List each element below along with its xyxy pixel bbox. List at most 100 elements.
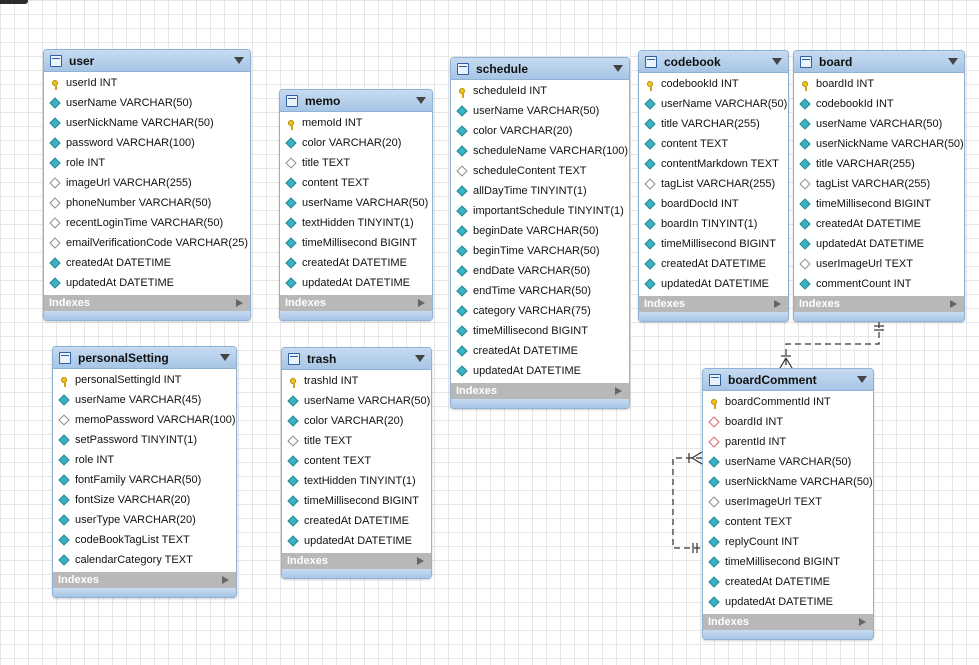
column-row[interactable]: title TEXT [280, 153, 432, 173]
column-row[interactable]: codebookId INT [639, 74, 788, 94]
column-row[interactable]: userName VARCHAR(50) [44, 93, 250, 113]
column-row[interactable]: codebookId INT [794, 94, 964, 114]
column-row[interactable]: phoneNumber VARCHAR(50) [44, 193, 250, 213]
column-row[interactable]: createdAt DATETIME [44, 253, 250, 273]
column-row[interactable]: title TEXT [282, 431, 431, 451]
column-row[interactable]: timeMillisecond BIGINT [703, 552, 873, 572]
table-header[interactable]: personalSetting [53, 347, 236, 369]
column-row[interactable]: imageUrl VARCHAR(255) [44, 173, 250, 193]
expand-arrow-icon[interactable] [950, 300, 957, 308]
column-row[interactable]: updatedAt DATETIME [280, 273, 432, 293]
collapse-toggle-icon[interactable] [416, 97, 426, 104]
column-row[interactable]: timeMillisecond BIGINT [280, 233, 432, 253]
collapse-toggle-icon[interactable] [857, 376, 867, 383]
column-row[interactable]: title VARCHAR(255) [639, 114, 788, 134]
column-row[interactable]: content TEXT [282, 451, 431, 471]
column-row[interactable]: trashId INT [282, 371, 431, 391]
indexes-section[interactable]: Indexes [703, 614, 873, 630]
indexes-section[interactable]: Indexes [44, 295, 250, 311]
indexes-section[interactable]: Indexes [282, 553, 431, 569]
column-row[interactable]: updatedAt DATETIME [703, 592, 873, 612]
column-row[interactable]: createdAt DATETIME [794, 214, 964, 234]
column-row[interactable]: calendarCategory TEXT [53, 550, 236, 570]
column-row[interactable]: memoPassword VARCHAR(100) [53, 410, 236, 430]
column-row[interactable]: textHidden TINYINT(1) [280, 213, 432, 233]
expand-arrow-icon[interactable] [236, 299, 243, 307]
column-row[interactable]: updatedAt DATETIME [44, 273, 250, 293]
column-row[interactable]: userName VARCHAR(50) [703, 452, 873, 472]
indexes-section[interactable]: Indexes [451, 383, 629, 399]
table-header[interactable]: memo [280, 90, 432, 112]
expand-arrow-icon[interactable] [615, 387, 622, 395]
column-row[interactable]: boardId INT [703, 412, 873, 432]
column-row[interactable]: userName VARCHAR(45) [53, 390, 236, 410]
column-row[interactable]: timeMillisecond BIGINT [451, 321, 629, 341]
column-row[interactable]: color VARCHAR(20) [280, 133, 432, 153]
table-header[interactable]: user [44, 50, 250, 72]
column-row[interactable]: endDate VARCHAR(50) [451, 261, 629, 281]
column-row[interactable]: boardCommentId INT [703, 392, 873, 412]
column-row[interactable]: password VARCHAR(100) [44, 133, 250, 153]
collapse-toggle-icon[interactable] [613, 65, 623, 72]
indexes-section[interactable]: Indexes [794, 296, 964, 312]
indexes-section[interactable]: Indexes [53, 572, 236, 588]
column-row[interactable]: createdAt DATETIME [280, 253, 432, 273]
column-row[interactable]: userNickName VARCHAR(50) [794, 134, 964, 154]
expand-arrow-icon[interactable] [417, 557, 424, 565]
indexes-section[interactable]: Indexes [280, 295, 432, 311]
column-row[interactable]: fontFamily VARCHAR(50) [53, 470, 236, 490]
indexes-section[interactable]: Indexes [639, 296, 788, 312]
column-row[interactable]: timeMillisecond BIGINT [639, 234, 788, 254]
column-row[interactable]: userImageUrl TEXT [794, 254, 964, 274]
column-row[interactable]: emailVerificationCode VARCHAR(25) [44, 233, 250, 253]
column-row[interactable]: importantSchedule TINYINT(1) [451, 201, 629, 221]
column-row[interactable]: userType VARCHAR(20) [53, 510, 236, 530]
column-row[interactable]: boardDocId INT [639, 194, 788, 214]
column-row[interactable]: scheduleId INT [451, 81, 629, 101]
column-row[interactable]: scheduleContent TEXT [451, 161, 629, 181]
expand-arrow-icon[interactable] [222, 576, 229, 584]
column-row[interactable]: memoId INT [280, 113, 432, 133]
collapse-toggle-icon[interactable] [234, 57, 244, 64]
column-row[interactable]: contentMarkdown TEXT [639, 154, 788, 174]
column-row[interactable]: userName VARCHAR(50) [451, 101, 629, 121]
column-row[interactable]: boardIn TINYINT(1) [639, 214, 788, 234]
column-row[interactable]: boardId INT [794, 74, 964, 94]
collapse-toggle-icon[interactable] [772, 58, 782, 65]
collapse-toggle-icon[interactable] [948, 58, 958, 65]
column-row[interactable]: category VARCHAR(75) [451, 301, 629, 321]
column-row[interactable]: scheduleName VARCHAR(100) [451, 141, 629, 161]
column-row[interactable]: createdAt DATETIME [451, 341, 629, 361]
expand-arrow-icon[interactable] [774, 300, 781, 308]
column-row[interactable]: userName VARCHAR(50) [280, 193, 432, 213]
table-header[interactable]: trash [282, 348, 431, 370]
column-row[interactable]: endTime VARCHAR(50) [451, 281, 629, 301]
table-header[interactable]: board [794, 51, 964, 73]
column-row[interactable]: userName VARCHAR(50) [794, 114, 964, 134]
column-row[interactable]: role INT [44, 153, 250, 173]
column-row[interactable]: tagList VARCHAR(255) [794, 174, 964, 194]
column-row[interactable]: userName VARCHAR(50) [639, 94, 788, 114]
column-row[interactable]: userName VARCHAR(50) [282, 391, 431, 411]
column-row[interactable]: timeMillisecond BIGINT [794, 194, 964, 214]
column-row[interactable]: userNickName VARCHAR(50) [703, 472, 873, 492]
column-row[interactable]: content TEXT [280, 173, 432, 193]
column-row[interactable]: recentLoginTime VARCHAR(50) [44, 213, 250, 233]
column-row[interactable]: content TEXT [639, 134, 788, 154]
column-row[interactable]: userNickName VARCHAR(50) [44, 113, 250, 133]
column-row[interactable]: userImageUrl TEXT [703, 492, 873, 512]
column-row[interactable]: createdAt DATETIME [282, 511, 431, 531]
collapse-toggle-icon[interactable] [415, 355, 425, 362]
column-row[interactable]: createdAt DATETIME [639, 254, 788, 274]
column-row[interactable]: color VARCHAR(20) [451, 121, 629, 141]
column-row[interactable]: beginDate VARCHAR(50) [451, 221, 629, 241]
column-row[interactable]: personalSettingId INT [53, 370, 236, 390]
column-row[interactable]: tagList VARCHAR(255) [639, 174, 788, 194]
column-row[interactable]: beginTime VARCHAR(50) [451, 241, 629, 261]
